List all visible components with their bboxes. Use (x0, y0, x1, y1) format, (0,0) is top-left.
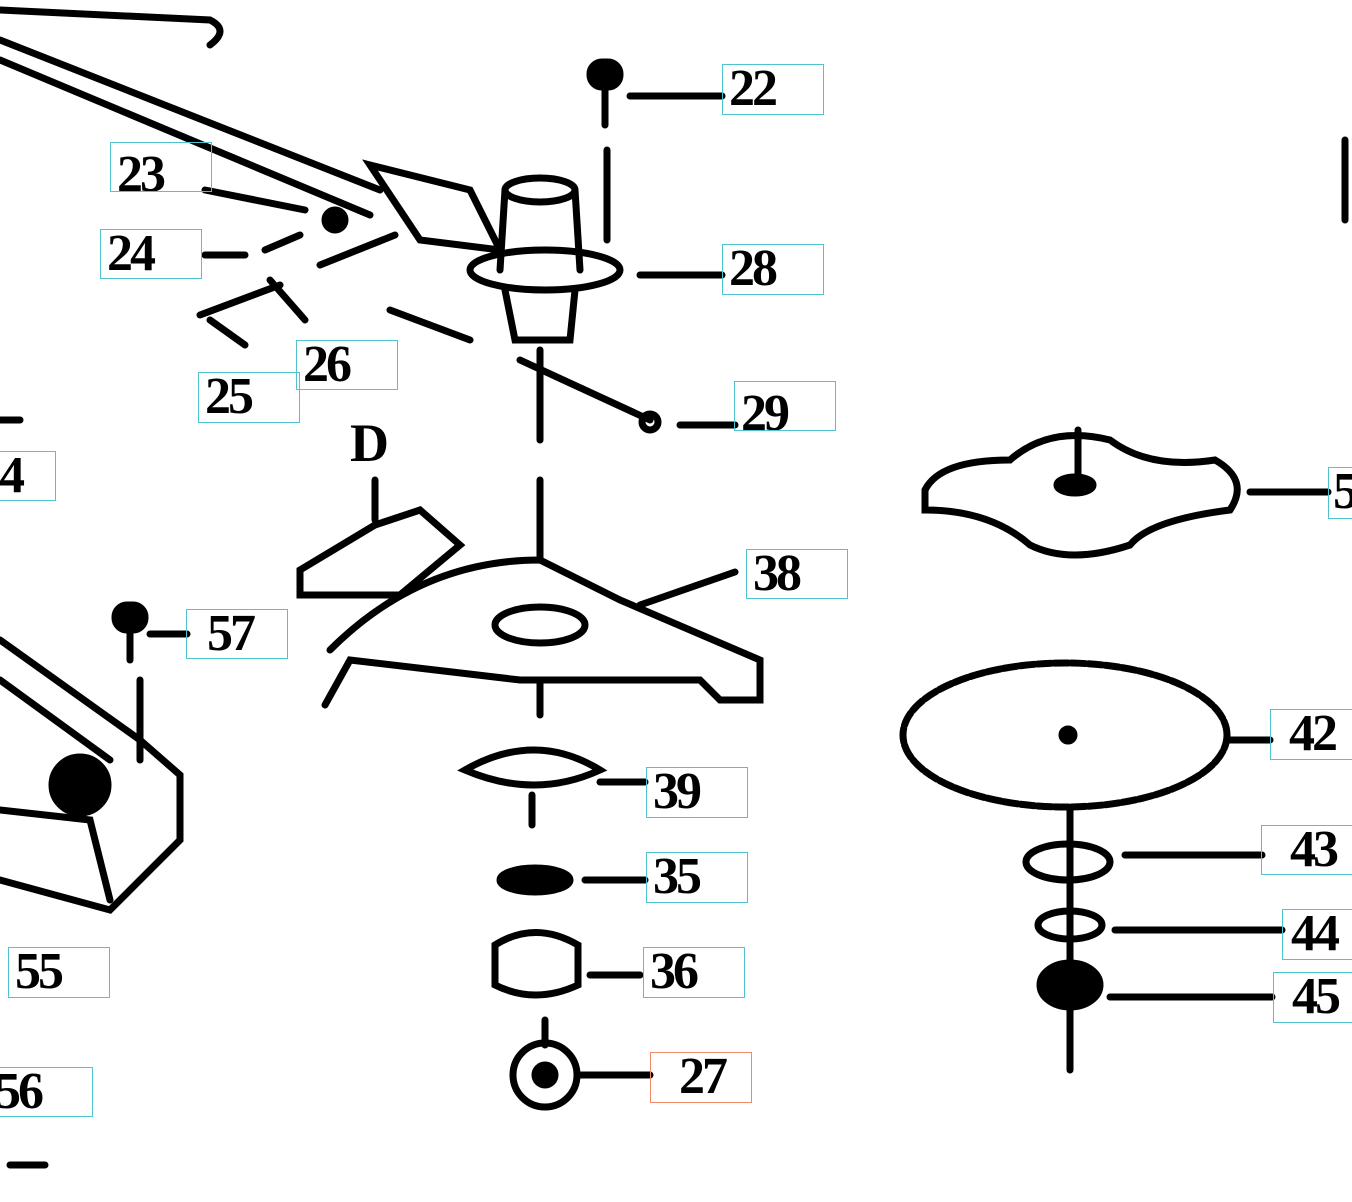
callout-43[interactable]: 43 (1261, 825, 1352, 875)
washer-35 (496, 864, 574, 896)
callout-36[interactable]: 36 (643, 947, 745, 998)
callout-55[interactable]: 55 (8, 947, 110, 998)
guard-38 (321, 556, 764, 709)
callout-45[interactable]: 45 (1273, 972, 1352, 1023)
callout-28[interactable]: 28 (722, 244, 824, 295)
shaft (0, 6, 384, 219)
callout-44[interactable]: 44 (1282, 909, 1352, 960)
callout-35[interactable]: 35 (646, 852, 748, 903)
callout-29[interactable]: 29 (734, 381, 836, 431)
guard-flap (296, 506, 466, 599)
callout-23[interactable]: 23 (110, 142, 212, 192)
callout-39[interactable]: 39 (646, 767, 748, 818)
callout-38[interactable]: 38 (746, 549, 848, 599)
callout-25[interactable]: 25 (198, 372, 300, 423)
washer-39 (457, 746, 649, 829)
callout-56[interactable]: 56 (0, 1067, 93, 1117)
bolt-57 (111, 601, 149, 634)
callout-5[interactable]: 5 (1328, 467, 1352, 519)
callout-4[interactable]: 4 (0, 451, 56, 501)
callout-27[interactable]: 27 (650, 1052, 752, 1103)
gear-head (501, 174, 579, 206)
cup-36 (491, 929, 644, 999)
callout-22[interactable]: 22 (722, 64, 824, 115)
knob (921, 426, 1332, 559)
callout-57[interactable]: 57 (186, 609, 288, 659)
callout-24[interactable]: 24 (100, 229, 202, 279)
section-letter: D (350, 413, 389, 473)
callout-26[interactable]: 26 (296, 340, 398, 390)
callout-42[interactable]: 42 (1270, 709, 1352, 760)
blade-42 (899, 659, 1231, 811)
motor-housing (0, 416, 184, 1169)
